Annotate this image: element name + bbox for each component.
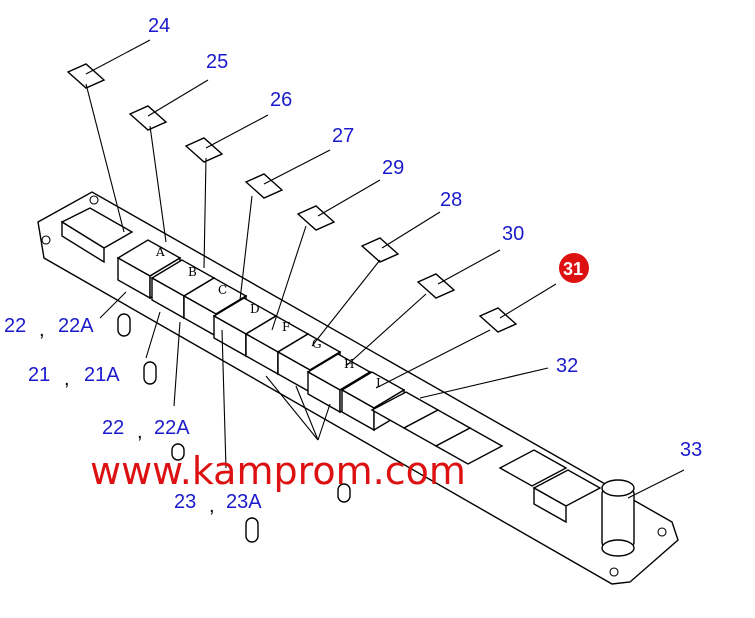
switch-letter-h: H — [344, 357, 354, 371]
bulb-center — [337, 483, 351, 503]
switch-letter-g: G — [312, 337, 322, 351]
switch-letter-f: F — [282, 320, 290, 334]
symbol-label-27 — [244, 173, 284, 199]
symbol-label-30 — [416, 273, 456, 299]
switch-letter-a: A — [155, 245, 165, 259]
leader-lines — [85, 39, 685, 499]
bulb-label-row1-left: 22 — [4, 315, 26, 337]
bulbs — [117, 313, 351, 543]
bulb-label-row4-left: 23 — [174, 491, 196, 513]
bulb-label-row2-right: 21A — [84, 364, 120, 386]
rocker-switch-row: A B C D F G — [116, 239, 406, 432]
blank-plug-row-right — [370, 391, 602, 524]
callout-numbers: 24 25 26 27 29 28 30 31 32 33 — [148, 15, 702, 461]
bulb-23 — [245, 517, 259, 543]
bulb-label-row4-right: 23A — [226, 491, 262, 513]
symbol-label-26 — [184, 137, 224, 163]
switch-letter-b: B — [188, 265, 197, 279]
callout-27: 27 — [332, 125, 354, 147]
callout-32: 32 — [556, 355, 578, 377]
bulb-label-row3-left: 22 — [102, 417, 124, 439]
symbol-label-31 — [478, 307, 518, 333]
bulb-label-row3-right: 22A — [154, 417, 190, 439]
bulb-label-row4-sep: , — [209, 495, 215, 517]
switch-letter-i: I — [376, 376, 381, 390]
bulb-22 — [117, 313, 131, 337]
bulb-22-lower — [171, 443, 185, 461]
bulb-label-row1-right: 22A — [58, 315, 94, 337]
callout-26: 26 — [270, 89, 292, 111]
callout-28: 28 — [440, 189, 462, 211]
callout-30: 30 — [502, 223, 524, 245]
bulb-label-row2-left: 21 — [28, 364, 50, 386]
callout-31: 31 — [563, 259, 583, 279]
watermark-text: www.kamprom.com — [90, 449, 466, 493]
callout-31-badge: 31 — [559, 253, 589, 283]
bulb-label-row3-sep: , — [137, 421, 143, 443]
symbol-label-25 — [128, 105, 168, 131]
bulb-label-row2-sep: , — [64, 368, 70, 390]
callout-24: 24 — [148, 15, 170, 37]
bulb-label-row1-sep: , — [39, 319, 45, 341]
blank-plug-left — [60, 207, 134, 264]
callout-33: 33 — [680, 439, 702, 461]
bulb-21 — [143, 361, 157, 385]
symbol-label-29 — [296, 205, 336, 231]
callout-29: 29 — [382, 157, 404, 179]
switch-letter-c: C — [218, 283, 227, 297]
bulb-labels: 22 , 22A 21 , 21A 22 , 22A 23 , 23A — [4, 315, 262, 517]
callout-25: 25 — [206, 51, 228, 73]
switch-letter-d: D — [250, 302, 260, 316]
symbol-labels — [66, 63, 518, 333]
symbol-label-24 — [66, 63, 106, 89]
rotary-knob-33 — [601, 479, 635, 557]
symbol-label-28 — [360, 237, 400, 263]
